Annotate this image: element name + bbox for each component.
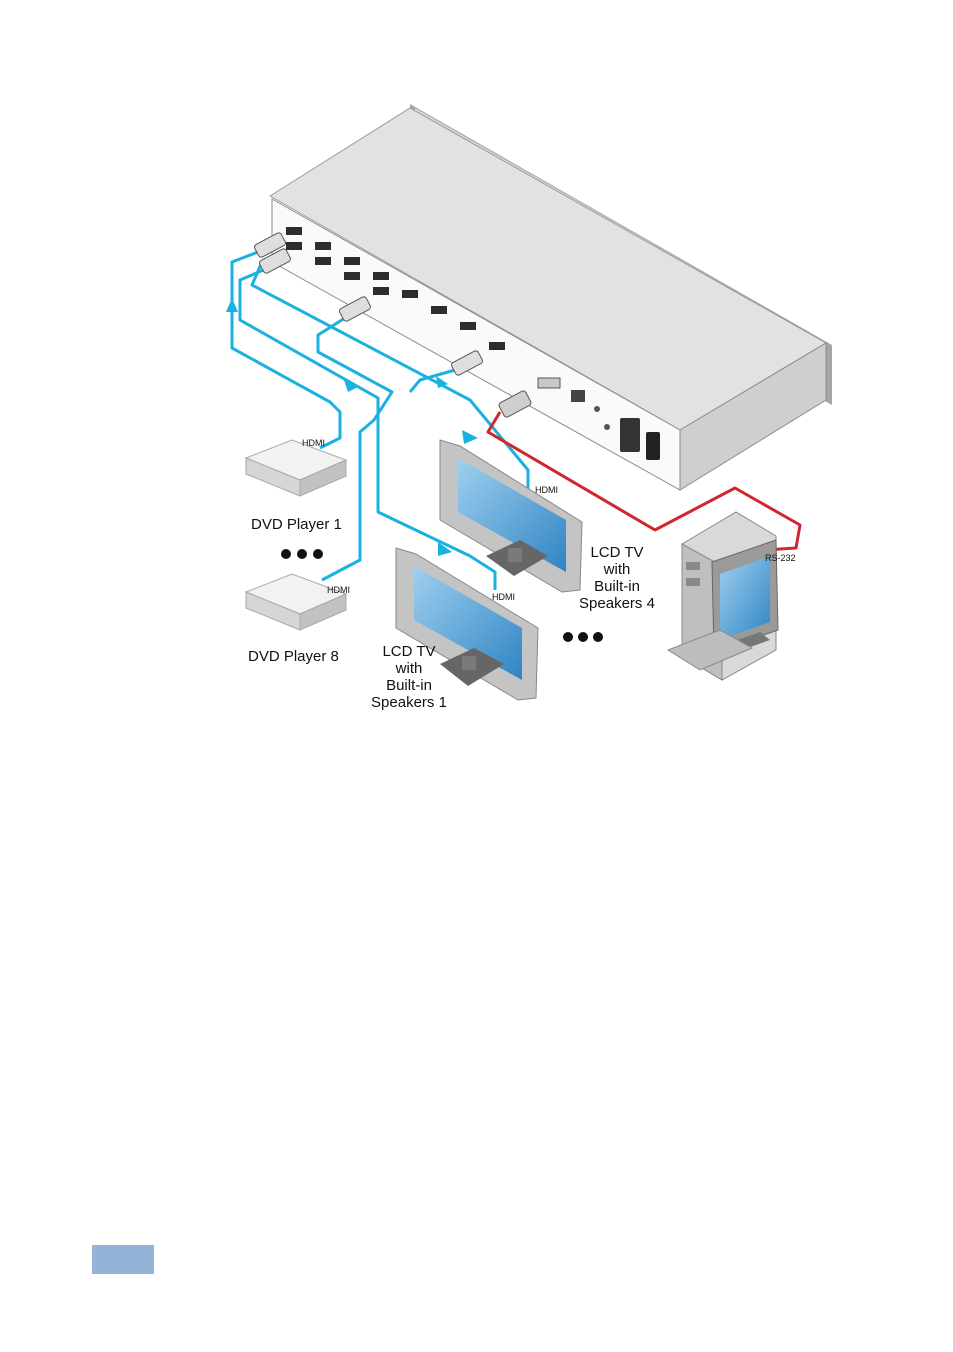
ethernet-port [571, 390, 585, 402]
db9-port [538, 378, 560, 388]
dvd-player-8-label: DVD Player 8 [248, 648, 339, 665]
svg-text:LCD TV: LCD TV [382, 643, 435, 660]
svg-text:with: with [603, 561, 631, 578]
hdmi-label-dvd1: HDMI [302, 438, 325, 448]
hdmi-label-dvd8: HDMI [327, 585, 350, 595]
lcd-tv-4 [440, 440, 582, 592]
svg-text:Built-in: Built-in [386, 677, 432, 694]
lcd-tv-4-label: LCD TV with Built-in Speakers 4 [579, 544, 655, 612]
page-number-tab [92, 1245, 154, 1274]
svg-text:LCD TV: LCD TV [590, 544, 643, 561]
dvd-player-1 [246, 440, 346, 496]
dvd-player-1-label: DVD Player 1 [251, 516, 342, 533]
hdmi-label-tv1: HDMI [492, 592, 515, 602]
power-switch [646, 432, 660, 460]
ellipsis-dots-right [563, 632, 603, 642]
svg-text:Speakers 1: Speakers 1 [371, 694, 447, 711]
svg-text:with: with [395, 660, 423, 677]
hdmi-label-tv4: HDMI [535, 485, 558, 495]
matrix-switcher [270, 104, 832, 490]
power-socket [620, 418, 640, 452]
pc-computer [668, 512, 778, 680]
svg-text:Speakers 4: Speakers 4 [579, 595, 655, 612]
dvd-player-8 [246, 574, 346, 630]
ellipsis-dots-left [281, 549, 323, 559]
lcd-tv-1-label: LCD TV with Built-in Speakers 1 [371, 643, 447, 711]
svg-text:Built-in: Built-in [594, 578, 640, 595]
rs232-label: RS-232 [765, 553, 796, 563]
